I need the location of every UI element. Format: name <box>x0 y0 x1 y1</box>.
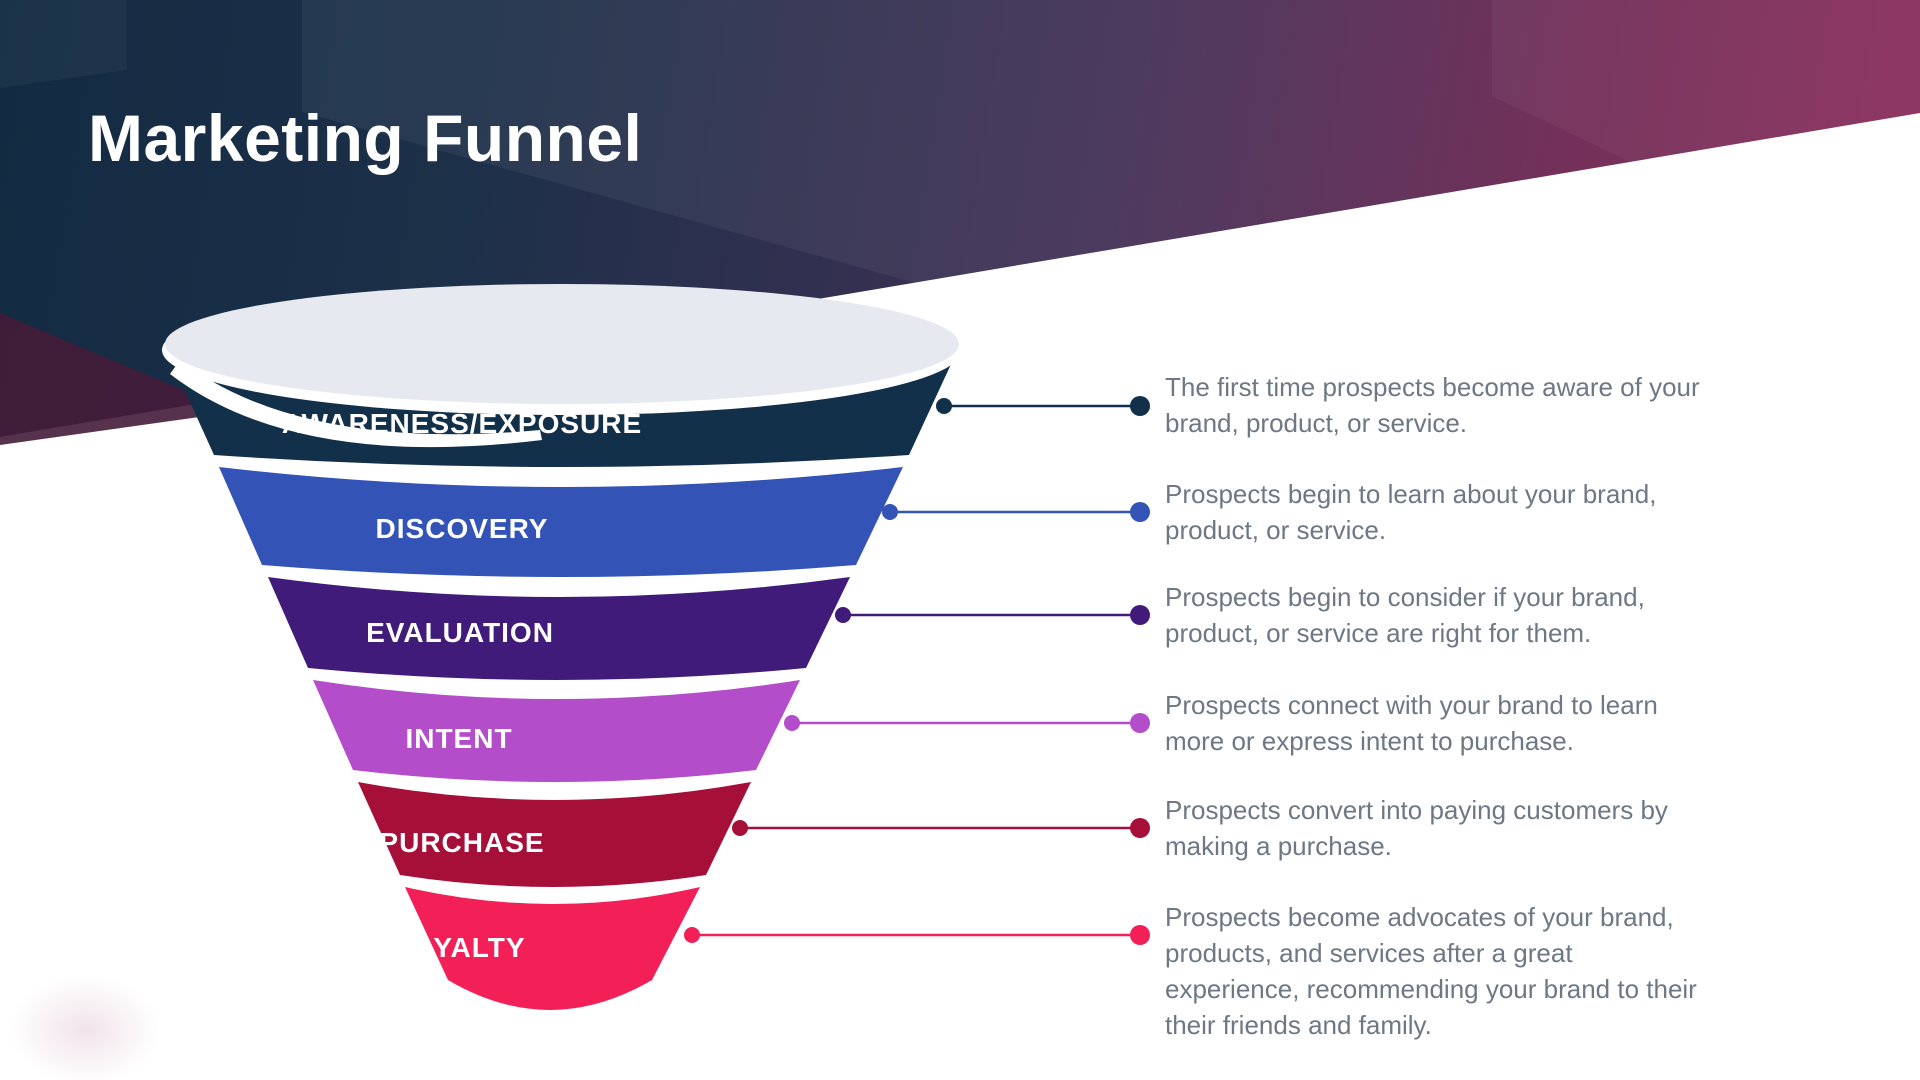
funnel-stage-loyalty[interactable] <box>405 887 700 1010</box>
funnel-stage-evaluation[interactable] <box>268 577 850 680</box>
connector-dot-funnel <box>684 927 700 943</box>
stage-label-intent: INTENT <box>405 723 512 754</box>
connector-awareness <box>936 396 1150 416</box>
connector-dot-text <box>1130 818 1150 838</box>
connector-dot-funnel <box>784 715 800 731</box>
stage-description-intent: Prospects connect with your brand to lea… <box>1165 690 1658 756</box>
funnel-stage-intent[interactable] <box>313 680 800 782</box>
funnel-top-opening <box>165 284 959 404</box>
stage-description-purchase: Prospects convert into paying customers … <box>1165 795 1668 861</box>
stage-label-awareness: AWARENESS/EXPOSURE <box>282 408 642 439</box>
connector-dot-text <box>1130 396 1150 416</box>
connector-dot-funnel <box>732 820 748 836</box>
connector-purchase <box>732 818 1150 838</box>
stage-description-awareness: The first time prospects become aware of… <box>1165 372 1700 438</box>
connector-dot-text <box>1130 713 1150 733</box>
page-title: Marketing Funnel <box>88 101 643 175</box>
connector-dot-funnel <box>882 504 898 520</box>
stage-label-loyalty: LOYALTY <box>392 932 525 963</box>
connector-dot-text <box>1130 925 1150 945</box>
stage-description-discovery: Prospects begin to learn about your bran… <box>1165 479 1657 545</box>
connector-evaluation <box>835 605 1150 625</box>
connector-dot-text <box>1130 502 1150 522</box>
funnel-stage-purchase[interactable] <box>358 782 751 887</box>
connector-intent <box>784 713 1150 733</box>
stage-description-loyalty: Prospects become advocates of your brand… <box>1165 902 1697 1040</box>
connector-dot-text <box>1130 605 1150 625</box>
funnel-stage-discovery[interactable] <box>219 467 903 577</box>
stage-description-evaluation: Prospects begin to consider if your bran… <box>1165 582 1645 648</box>
stage-label-purchase: PURCHASE <box>379 827 544 858</box>
stage-label-evaluation: EVALUATION <box>366 617 554 648</box>
corner-watermark <box>10 975 160 1080</box>
connector-dot-funnel <box>936 398 952 414</box>
connector-discovery <box>882 502 1150 522</box>
funnel-rim-highlight <box>170 360 542 448</box>
stage-label-discovery: DISCOVERY <box>376 513 549 544</box>
connector-dot-funnel <box>835 607 851 623</box>
connector-loyalty <box>684 925 1150 945</box>
